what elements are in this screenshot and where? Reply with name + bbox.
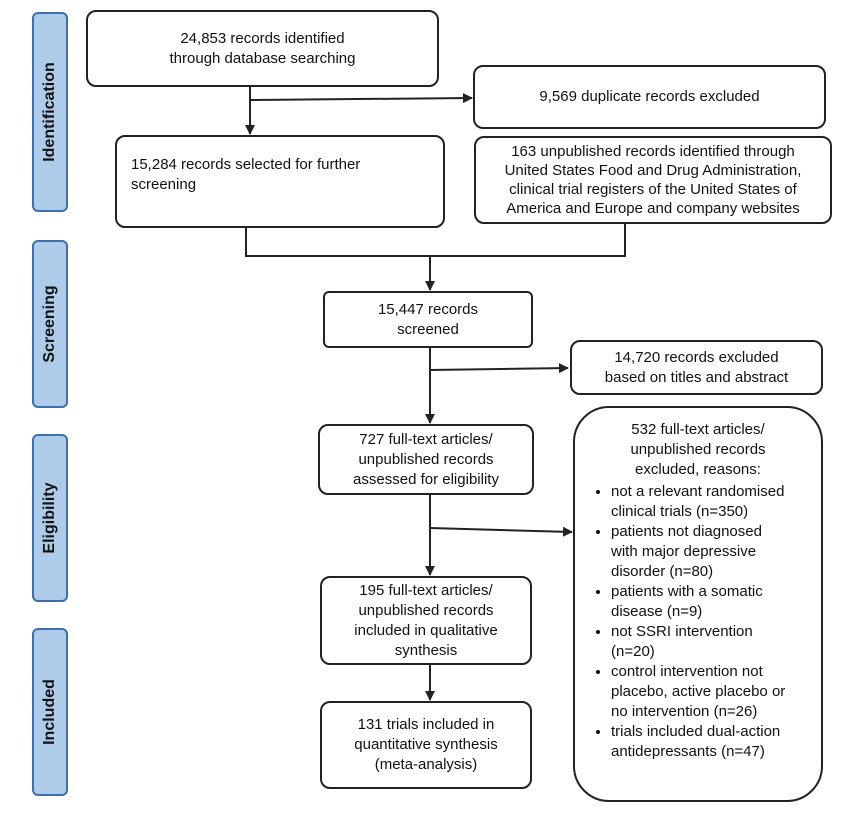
assessed-eligibility-box: 727 full-text articles/ unpublished reco…	[318, 424, 534, 495]
excluded-titles-text: 14,720 records excluded based on titles …	[604, 348, 789, 386]
exclusion-reason-item: not SSRI intervention (n=20)	[611, 622, 807, 662]
phase-eligibility: Eligibility	[32, 434, 68, 602]
exclusion-reason-item: patients not diagnosed with major depres…	[611, 522, 807, 582]
identified-records-box: 24,853 records identified through databa…	[86, 10, 439, 87]
phase-identification: Identification	[32, 12, 68, 212]
arrow-to-exclusion-reasons	[429, 526, 573, 537]
merge-line	[245, 224, 626, 257]
exclusion-reason-item: not a relevant randomised clinical trial…	[611, 482, 807, 522]
unpublished-records-text: 163 unpublished records identified throu…	[504, 143, 802, 217]
selected-records-text: 15,284 records selected for further scre…	[131, 156, 361, 193]
exclusion-reasons-box: 532 full-text articles/ unpublished reco…	[573, 406, 823, 802]
arrow-to-excluded-titles	[429, 363, 569, 374]
quantitative-synthesis-text: 131 trials included in quantitative synt…	[354, 716, 498, 773]
arrow-to-duplicates	[249, 93, 473, 104]
identified-records-text: 24,853 records identified through databa…	[169, 29, 356, 67]
excluded-titles-box: 14,720 records excluded based on titles …	[570, 340, 823, 395]
phase-included: Included	[32, 628, 68, 796]
phase-included-label: Included	[41, 679, 58, 745]
exclusion-reason-item: control intervention not placebo, active…	[611, 662, 807, 722]
exclusion-reason-item: patients with a somatic disease (n=9)	[611, 582, 807, 622]
phase-screening: Screening	[32, 240, 68, 408]
quantitative-synthesis-box: 131 trials included in quantitative synt…	[320, 701, 532, 789]
phase-screening-label: Screening	[41, 285, 58, 363]
exclusion-reason-item: trials included dual-action antidepressa…	[611, 722, 807, 762]
screened-records-box: 15,447 records screened	[323, 291, 533, 348]
duplicates-excluded-box: 9,569 duplicate records excluded	[473, 65, 826, 129]
screened-records-text: 15,447 records screened	[377, 300, 479, 338]
exclusion-reasons-list: not a relevant randomised clinical trial…	[589, 482, 807, 762]
selected-records-box: 15,284 records selected for further scre…	[115, 135, 445, 228]
unpublished-records-box: 163 unpublished records identified throu…	[474, 136, 832, 224]
duplicates-excluded-text: 9,569 duplicate records excluded	[539, 88, 760, 105]
qualitative-synthesis-text: 195 full-text articles/ unpublished reco…	[354, 581, 498, 659]
exclusion-reasons-header: 532 full-text articles/ unpublished reco…	[630, 421, 766, 478]
qualitative-synthesis-box: 195 full-text articles/ unpublished reco…	[320, 576, 532, 665]
phase-identification-label: Identification	[41, 62, 58, 162]
phase-eligibility-label: Eligibility	[41, 482, 58, 554]
assessed-eligibility-text: 727 full-text articles/ unpublished reco…	[353, 430, 499, 488]
